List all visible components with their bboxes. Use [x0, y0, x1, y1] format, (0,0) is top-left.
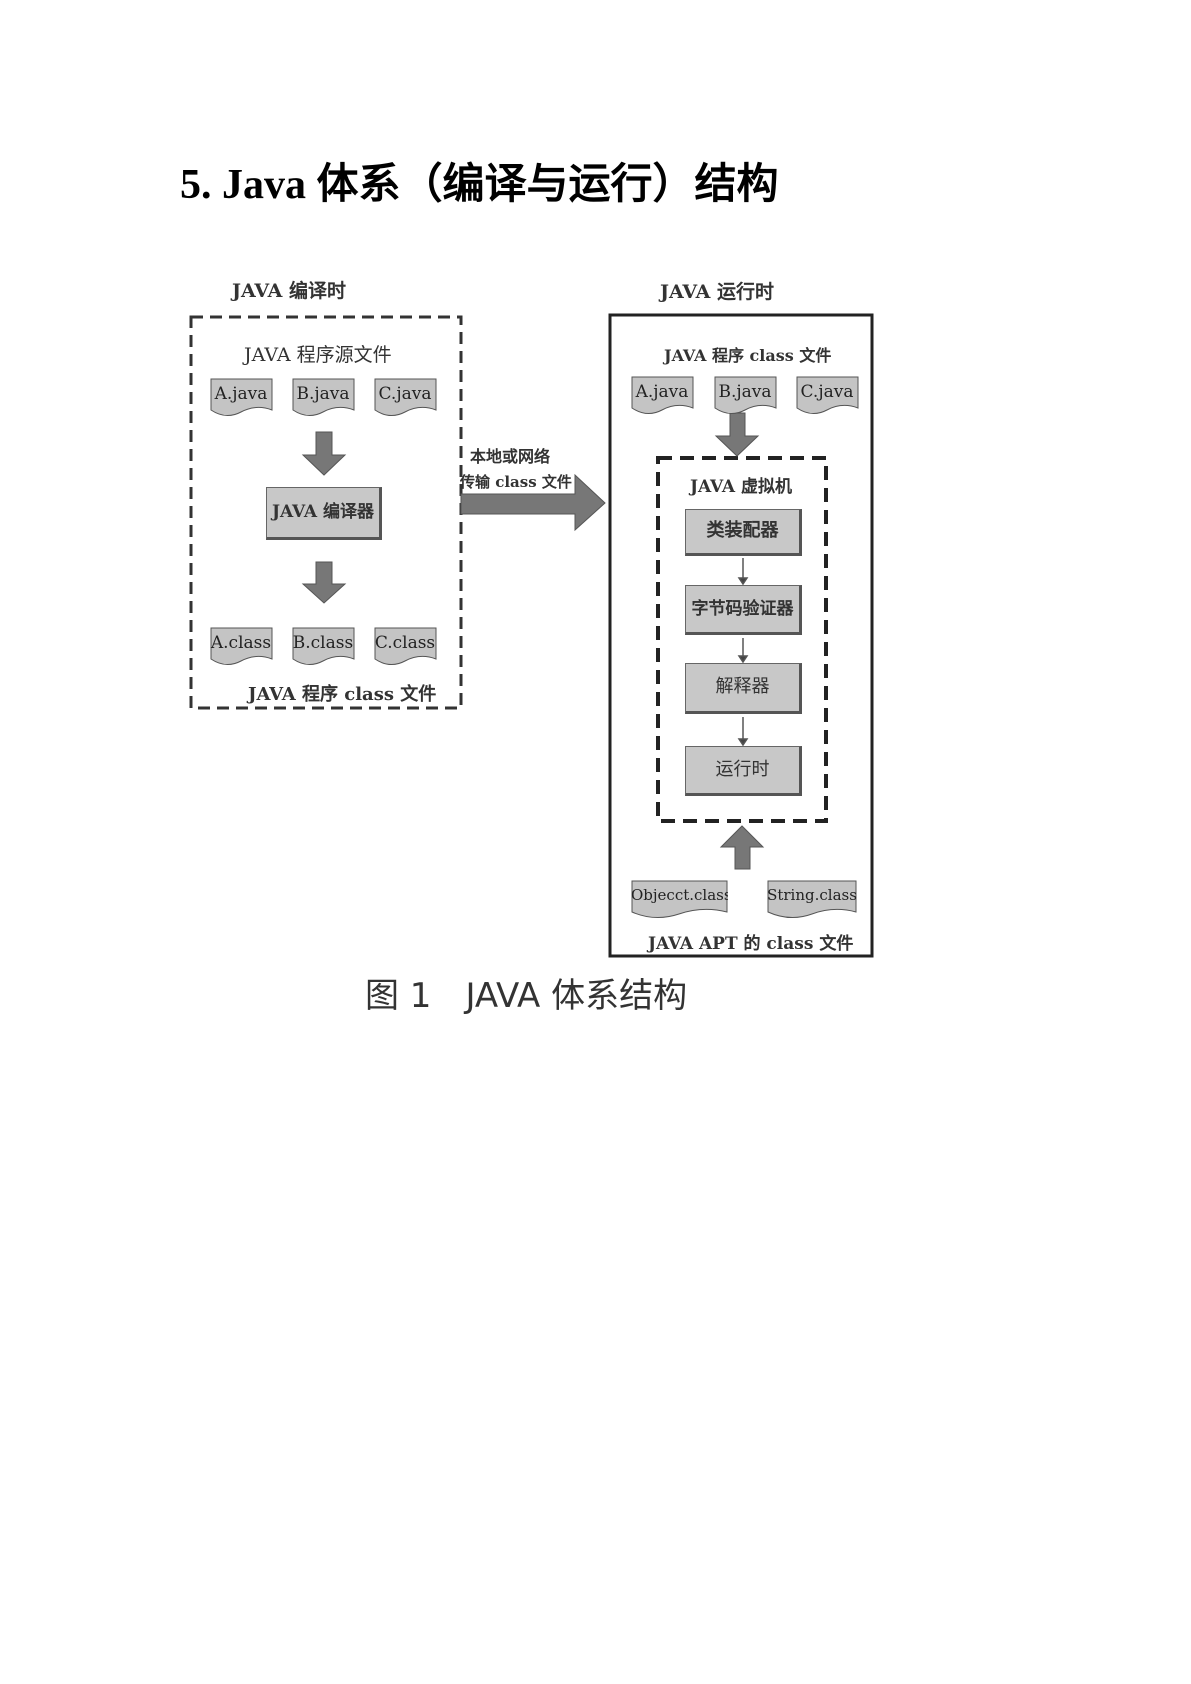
class-loader-box: 类装配器: [685, 509, 802, 556]
down-arrow-icon: [301, 561, 347, 604]
runtime-class-label: JAVA 程序 class 文件: [664, 346, 832, 365]
down-arrow-icon: [714, 412, 760, 457]
api-class-label: JAVA APT 的 class 文件: [648, 934, 854, 954]
runtime-heading: JAVA 运行时: [660, 281, 774, 303]
string-class-file: String.class: [767, 880, 857, 918]
up-arrow-icon: [719, 825, 765, 870]
figure-caption: 图 1 JAVA 体系结构: [365, 976, 688, 1016]
class-file-b: B.class: [292, 627, 355, 665]
right-arrow-icon: [460, 473, 606, 532]
runtime-frame: [608, 313, 874, 958]
bytecode-verifier-box: 字节码验证器: [685, 585, 802, 635]
runtime-file-b: B.java: [714, 376, 777, 414]
jvm-frame: [656, 456, 828, 823]
class-file-c: C.class: [374, 627, 437, 665]
source-file-a: A.java: [210, 378, 273, 416]
compile-heading: JAVA 编译时: [232, 280, 346, 302]
section-title: 5. Java 体系（编译与运行）结构: [180, 162, 779, 208]
runtime-box: 运行时: [685, 746, 802, 796]
runtime-file-c: C.java: [796, 376, 859, 414]
interpreter-box: 解释器: [685, 663, 802, 714]
transfer-line2: 传输 class 文件: [460, 473, 572, 491]
jvm-label: JAVA 虚拟机: [690, 477, 792, 497]
class-label: JAVA 程序 class 文件: [248, 684, 437, 705]
transfer-line1: 本地或网络: [470, 447, 551, 466]
diagram-shapes: [189, 313, 874, 958]
java-compiler-box: JAVA 编译器: [266, 487, 382, 540]
runtime-file-a: A.java: [631, 376, 694, 414]
stage-connectors: [737, 558, 749, 747]
object-class-file: Objecct.class: [631, 880, 728, 918]
class-file-a: A.class: [210, 627, 273, 665]
source-label: JAVA 程序源文件: [244, 344, 392, 366]
down-arrow-icon: [301, 431, 347, 476]
source-file-b: B.java: [292, 378, 355, 416]
source-file-c: C.java: [374, 378, 437, 416]
